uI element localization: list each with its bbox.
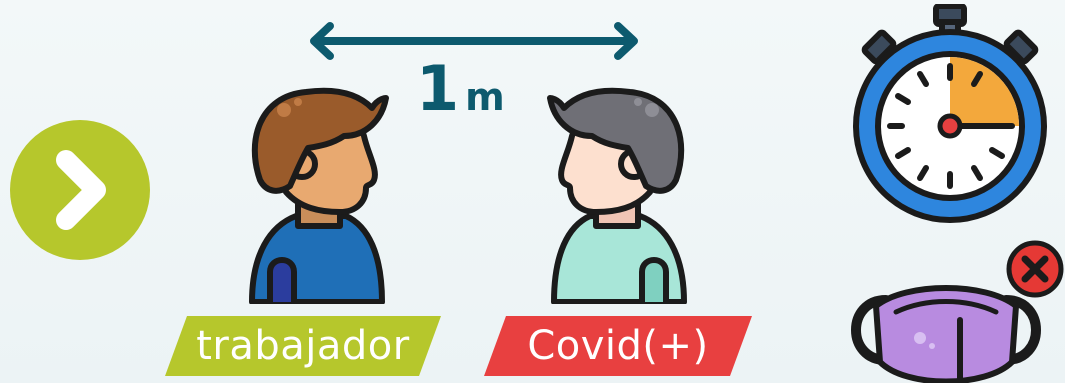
distance-value: 1: [416, 52, 460, 125]
double-arrow-icon: [310, 22, 638, 60]
next-button[interactable]: [8, 118, 152, 262]
worker-label: trabajador: [165, 316, 441, 376]
worker-label-text: trabajador: [196, 323, 410, 369]
distance-label: 1 m: [416, 52, 505, 125]
stopwatch-icon: [853, 4, 1047, 223]
covid-person-icon: [547, 87, 687, 304]
face-mask-icon: [851, 285, 1041, 383]
covid-label: Covid(+): [484, 316, 752, 376]
covid-label-text: Covid(+): [527, 323, 709, 369]
distance-unit: m: [465, 75, 505, 119]
chevron-right-icon: [56, 150, 106, 230]
close-icon: [1006, 240, 1064, 298]
worker-person-icon: [249, 87, 389, 304]
